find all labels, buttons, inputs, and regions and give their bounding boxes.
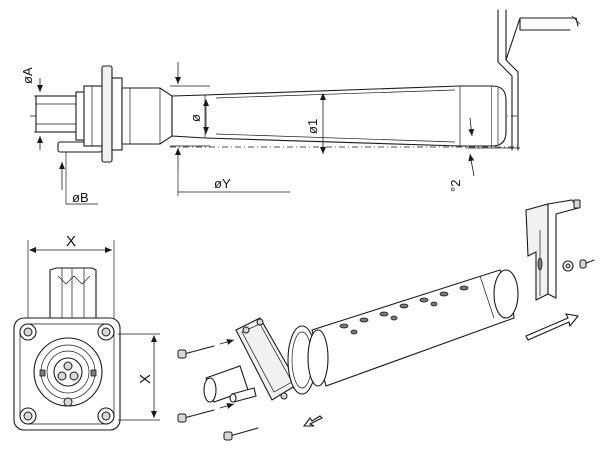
label-diam-1: ø1 — [305, 119, 320, 134]
side-view: øA øB ø øY ø1 °2 — [20, 9, 581, 205]
screws-left — [177, 339, 259, 441]
label-diam-a: øA — [20, 67, 35, 84]
flange-collar — [111, 77, 123, 151]
end-cap — [491, 85, 507, 147]
main-tube — [171, 85, 493, 147]
iso-tube-holes — [339, 285, 469, 335]
neck-cone — [121, 87, 173, 145]
front-view: X X — [13, 233, 160, 431]
shaft-stub — [35, 95, 79, 133]
mounting-flange — [101, 65, 113, 163]
wall-bracket-side — [497, 9, 579, 151]
label-diam-small: ø — [188, 114, 203, 122]
head-block-2 — [83, 85, 105, 147]
iso-tube-end — [493, 269, 519, 319]
drain-hole — [63, 397, 73, 407]
flange-holes — [19, 323, 115, 425]
label-diam-b: øB — [72, 190, 89, 205]
iso-bracket — [525, 203, 549, 301]
label-dim-x-side: X — [137, 374, 154, 384]
label-angle-2: °2 — [448, 180, 463, 192]
assembly-arrow-left — [302, 415, 323, 427]
assembly-arrow-right — [525, 313, 580, 341]
label-diam-y: øY — [214, 176, 231, 191]
exploded-view — [177, 199, 595, 441]
label-dim-x-top: X — [66, 233, 76, 250]
